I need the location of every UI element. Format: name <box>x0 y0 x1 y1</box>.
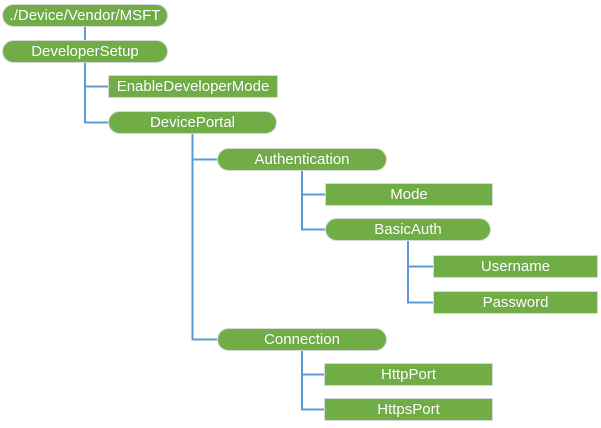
node-label: Mode <box>390 186 428 203</box>
node-enable-developer-mode: EnableDeveloperMode <box>108 75 278 98</box>
node-basic-auth: BasicAuth <box>325 218 491 241</box>
node-label: DevicePortal <box>149 114 236 131</box>
node-mode: Mode <box>325 183 493 206</box>
node-label: HttpPort <box>380 366 437 383</box>
node-device-portal: DevicePortal <box>108 111 277 134</box>
node-http-port: HttpPort <box>324 363 493 386</box>
node-label: Authentication <box>254 151 350 168</box>
node-label: ./Device/Vendor/MSFT <box>9 7 161 24</box>
node-label: DeveloperSetup <box>31 43 139 60</box>
node-label: HttpsPort <box>377 401 440 418</box>
node-label: EnableDeveloperMode <box>116 78 270 95</box>
node-connection: Connection <box>217 328 387 351</box>
node-label: Password <box>482 294 549 311</box>
node-authentication: Authentication <box>217 148 387 171</box>
node-password: Password <box>433 291 598 314</box>
node-developer-setup: DeveloperSetup <box>2 40 168 63</box>
node-username: Username <box>433 255 598 278</box>
node-label: Connection <box>264 331 340 348</box>
node-https-port: HttpsPort <box>324 398 493 421</box>
node-device-vendor-msft: ./Device/Vendor/MSFT <box>2 4 168 27</box>
node-label: BasicAuth <box>374 221 442 238</box>
node-label: Username <box>480 258 551 275</box>
